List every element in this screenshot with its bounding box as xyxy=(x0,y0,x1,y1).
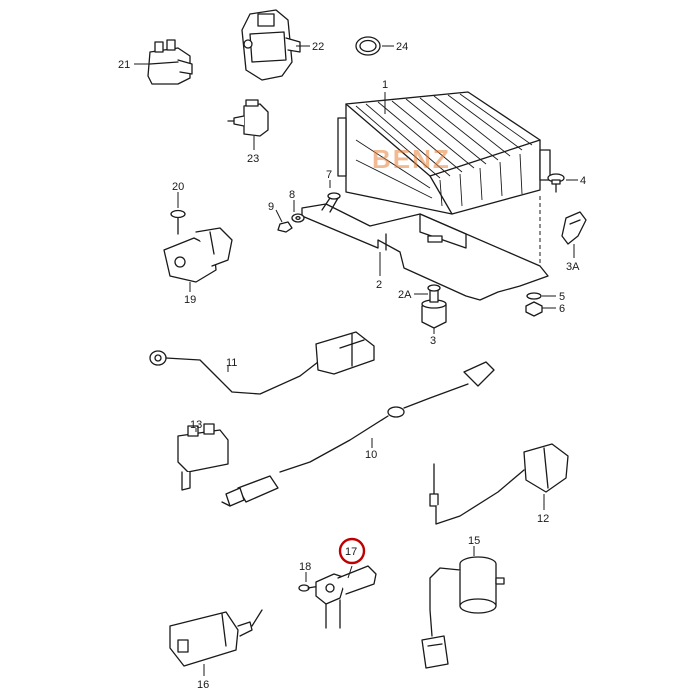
label-9: 9 xyxy=(268,201,274,213)
part-5-washer[interactable] xyxy=(526,292,542,300)
label-15: 15 xyxy=(468,535,480,547)
label-4: 4 xyxy=(580,175,586,187)
part-11-harness[interactable] xyxy=(149,331,375,395)
label-22: 22 xyxy=(312,41,324,53)
part-20-screw[interactable] xyxy=(170,209,186,235)
label-24: 24 xyxy=(396,41,408,53)
label-2A: 2A xyxy=(398,289,412,301)
part-10-lambda-sensor[interactable] xyxy=(221,361,495,507)
part-9-nut[interactable] xyxy=(277,221,293,233)
part-1-control-unit[interactable] xyxy=(337,91,551,215)
label-13: 13 xyxy=(190,419,202,431)
label-2: 2 xyxy=(376,279,382,291)
label-7: 7 xyxy=(326,169,332,181)
label-23: 23 xyxy=(247,153,259,165)
part-7-bolt[interactable] xyxy=(321,192,341,213)
label-11: 11 xyxy=(226,357,237,369)
part-12-temp-sensor[interactable] xyxy=(429,443,569,525)
label-20: 20 xyxy=(172,181,184,193)
part-24-o-ring[interactable] xyxy=(355,36,381,56)
label-3A: 3A xyxy=(566,261,580,273)
part-22-sensor-block[interactable] xyxy=(241,9,301,81)
part-6-nut[interactable] xyxy=(525,301,543,317)
label-16: 16 xyxy=(197,679,209,691)
part-21-connector[interactable] xyxy=(147,39,193,85)
label-17: 17 xyxy=(345,546,357,558)
label-18: 18 xyxy=(299,561,311,573)
part-17-speed-sensor[interactable] xyxy=(315,565,377,629)
part-2-bracket[interactable] xyxy=(301,203,549,301)
part-8-washer[interactable] xyxy=(291,213,305,223)
watermark-text: BENZ xyxy=(372,144,451,174)
label-12: 12 xyxy=(537,513,549,525)
part-3A-clip[interactable] xyxy=(561,211,587,245)
part-3-rubber-mount[interactable] xyxy=(421,284,447,329)
label-1: 1 xyxy=(382,79,388,91)
label-10: 10 xyxy=(365,449,377,461)
part-19-sensor[interactable] xyxy=(163,227,233,283)
highlight-ring xyxy=(338,537,366,565)
label-19: 19 xyxy=(184,294,196,306)
control-unit-fins xyxy=(355,93,533,207)
label-21: 21 xyxy=(118,59,130,71)
label-6: 6 xyxy=(559,303,565,315)
label-5: 5 xyxy=(559,291,565,303)
label-8: 8 xyxy=(289,189,295,201)
part-13-holder[interactable] xyxy=(177,423,229,491)
part-15-pump[interactable] xyxy=(421,556,505,669)
label-3: 3 xyxy=(430,335,436,347)
part-16-switch[interactable] xyxy=(169,609,263,667)
part-23-pressure-sensor[interactable] xyxy=(227,99,269,137)
part-4-screw[interactable] xyxy=(547,173,565,193)
